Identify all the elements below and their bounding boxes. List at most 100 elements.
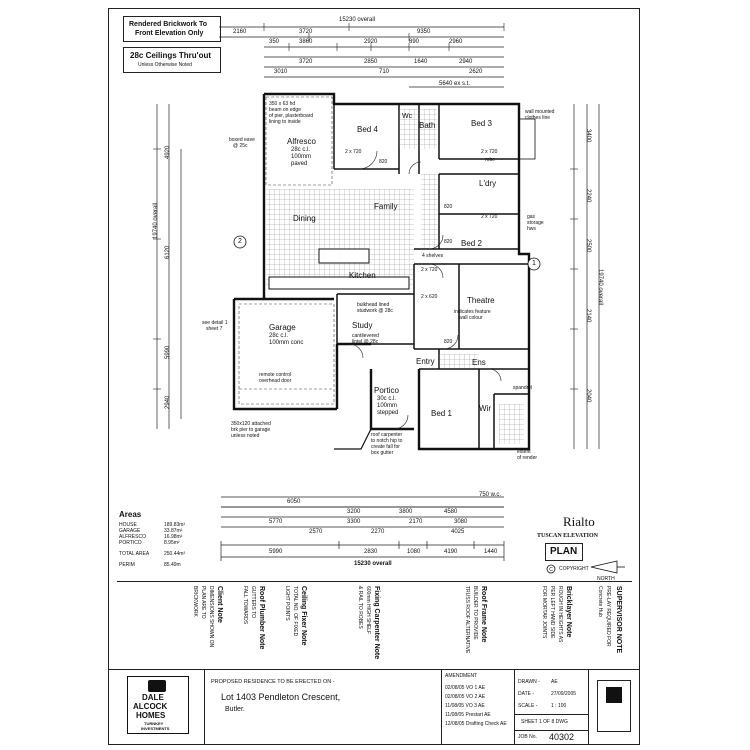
room-bath: Bath xyxy=(419,121,436,130)
amendment-label: AMENDMENT xyxy=(445,673,478,679)
rendered-note-box: Rendered Brickwork To Front Elevation On… xyxy=(123,16,221,42)
drawing-sheet: Rendered Brickwork To Front Elevation On… xyxy=(108,8,640,745)
bottom-dim-lines xyxy=(220,506,505,561)
note-bricklayer-line-3: FOR MORTAR JOINTS xyxy=(541,586,547,639)
scale-label: SCALE - xyxy=(518,703,538,709)
room-alfresco: Alfresco xyxy=(287,137,316,146)
beam-note-4: lining to inside xyxy=(269,119,301,125)
dim-bot-r4-0: 2570 xyxy=(309,529,323,535)
scale-value: 1 : 100 xyxy=(551,703,567,709)
dim-top-r2-3: 2920 xyxy=(364,39,378,45)
overall-bottom-dim: 15230 overall xyxy=(354,561,392,567)
dim-bot-r1-7: 750 w.c. xyxy=(479,492,502,498)
lot-address: Lot 1403 Pendleton Crescent, xyxy=(221,692,341,702)
portico-note-1: 30c c.l. xyxy=(377,396,397,402)
room-portico: Portico xyxy=(374,386,399,395)
section-marker-2: 2 xyxy=(238,238,242,245)
spandrel-note: spandrel xyxy=(513,385,533,391)
bulkhead-1: bulkhead lined xyxy=(357,302,390,308)
dim-top-r4-4: 2940 xyxy=(459,59,473,65)
dim-bot-r2-3: 3200 xyxy=(347,509,361,515)
roof-carp-4: box gutter xyxy=(371,450,394,456)
amendment-3: 11/08/05 VO 3 AE xyxy=(445,703,485,709)
see-detail: see detail 1 xyxy=(202,320,228,326)
areas-garage-value: 33.87m² xyxy=(164,528,183,534)
note-roofframe-title: Roof Frame Note xyxy=(480,586,487,643)
dim-right-1: 3400 xyxy=(585,129,591,143)
amendment-5: 12/08/05 Drafting Check AE xyxy=(445,721,507,727)
dim-bot-r5-3: 4190 xyxy=(444,549,458,555)
extent-render-2: of render xyxy=(517,455,538,461)
note-fixing-line-1: 600mm HIGH SHELF xyxy=(365,586,371,635)
overall-right-dim: 19740 overall xyxy=(597,269,603,306)
garage-note-1: 28c c.l. xyxy=(269,333,289,339)
floor-plan xyxy=(153,23,600,508)
dim-top-r4-2: 2850 xyxy=(364,59,378,65)
pier-note-2: brk pier to garage xyxy=(231,427,271,433)
door-note-2: overhead door xyxy=(259,378,292,384)
logo-line-2: ALCOCK xyxy=(133,702,168,711)
room-ens: Ens xyxy=(472,358,486,367)
opening-2: 820 xyxy=(444,204,453,210)
note-client-line-3: BRICKWORK xyxy=(192,586,198,617)
room-bed1: Bed 1 xyxy=(431,409,452,418)
note-plumber-line-2: FALL TOWARDS xyxy=(242,586,248,625)
areas-portico-label: PORTICO xyxy=(119,540,142,546)
areas-perim-value: 85.49m xyxy=(164,562,181,568)
portico-note-3: stepped xyxy=(377,410,399,416)
dim-top-r4-1: 3720 xyxy=(299,59,313,65)
note-supervisor-title: SUPERVISOR NOTE xyxy=(615,586,622,654)
proposed-label: PROPOSED RESIDENCE TO BE ERECTED ON - xyxy=(211,679,335,685)
dim-left-2: 6120 xyxy=(165,245,171,259)
room-theatre: Theatre xyxy=(467,296,495,305)
dim-bot-r4-2: 2270 xyxy=(371,529,385,535)
logo-sub-1: TURNKEY xyxy=(144,721,164,726)
clothesline-1: wall mounted xyxy=(525,109,555,115)
dim-left-3: 5990 xyxy=(165,345,171,359)
dim-top-r4-3: 1640 xyxy=(414,59,428,65)
room-bed2: Bed 2 xyxy=(461,239,482,248)
portico-note-2: 100mm xyxy=(377,403,398,409)
rendered-note-line-2: Front Elevation Only xyxy=(135,30,204,37)
dim-bot-r5-0: 5990 xyxy=(269,549,283,555)
areas-house-value: 189.83m² xyxy=(164,522,186,528)
door-size-2: 2 x 720 xyxy=(481,149,498,155)
note-bricklayer-line-2: PER LEFT HAND SIDE xyxy=(549,586,555,639)
elevation-name: TUSCAN ELEVATION xyxy=(537,533,598,539)
roof-carp-1: roof carpenter xyxy=(371,432,403,438)
note-roofframe-line-2: TRUSS ROOF ALTERNATIVE xyxy=(464,586,470,654)
logo-line-1: DALE xyxy=(142,693,164,702)
room-garage: Garage xyxy=(269,323,296,332)
alfresco-note-3: paved xyxy=(291,161,308,167)
room-wc: Wc xyxy=(402,113,413,120)
note-client-title: Client Note xyxy=(216,586,223,623)
date-value: 27/09/2005 xyxy=(551,691,577,697)
note-bricklayer-title: Bricklayer Note xyxy=(565,586,572,638)
logo-sub-2: INVESTMENTS xyxy=(141,726,170,731)
shelves-label: 4 shelves xyxy=(422,253,444,259)
svg-text:C: C xyxy=(549,567,553,573)
note-supervisor-line-1: PRE-LAY REQUIRED FOR xyxy=(605,586,611,647)
dim-top-r5-4: 710 xyxy=(379,69,390,75)
note-plumber-line-1: GUTTERS TO xyxy=(250,586,256,619)
roof-carp-2: to notch hip to xyxy=(371,438,403,444)
dim-top-r2-7: 2960 xyxy=(449,39,463,45)
room-study: Study xyxy=(352,321,373,330)
areas-house-label: HOUSE xyxy=(119,522,137,528)
boxed-eave-1: boxed eave xyxy=(229,137,255,143)
room-ldry: L'dry xyxy=(479,179,497,188)
room-entry: Entry xyxy=(416,357,435,366)
drawn-value: AE xyxy=(551,679,558,685)
alfresco-note-2: 100mm xyxy=(291,154,312,160)
ceiling-note: 28c Ceilings Thru'out xyxy=(130,51,212,60)
note-fixing-title: Fixing Carpenter Note xyxy=(373,586,380,660)
garage-note-2: 100mm conc xyxy=(269,340,304,346)
roof-carp-3: create fall for xyxy=(371,444,400,450)
amendment-1: 02/08/05 VO 1 AE xyxy=(445,685,486,691)
sheet-label: SHEET 1 OF 8 DWG xyxy=(521,719,568,725)
clothesline-2: clothes line xyxy=(525,115,551,121)
dim-bot-r3-6: 3080 xyxy=(454,519,468,525)
date-label: DATE - xyxy=(518,691,535,697)
plan-label: PLAN xyxy=(550,546,578,557)
copyright-icon: C xyxy=(546,564,556,574)
